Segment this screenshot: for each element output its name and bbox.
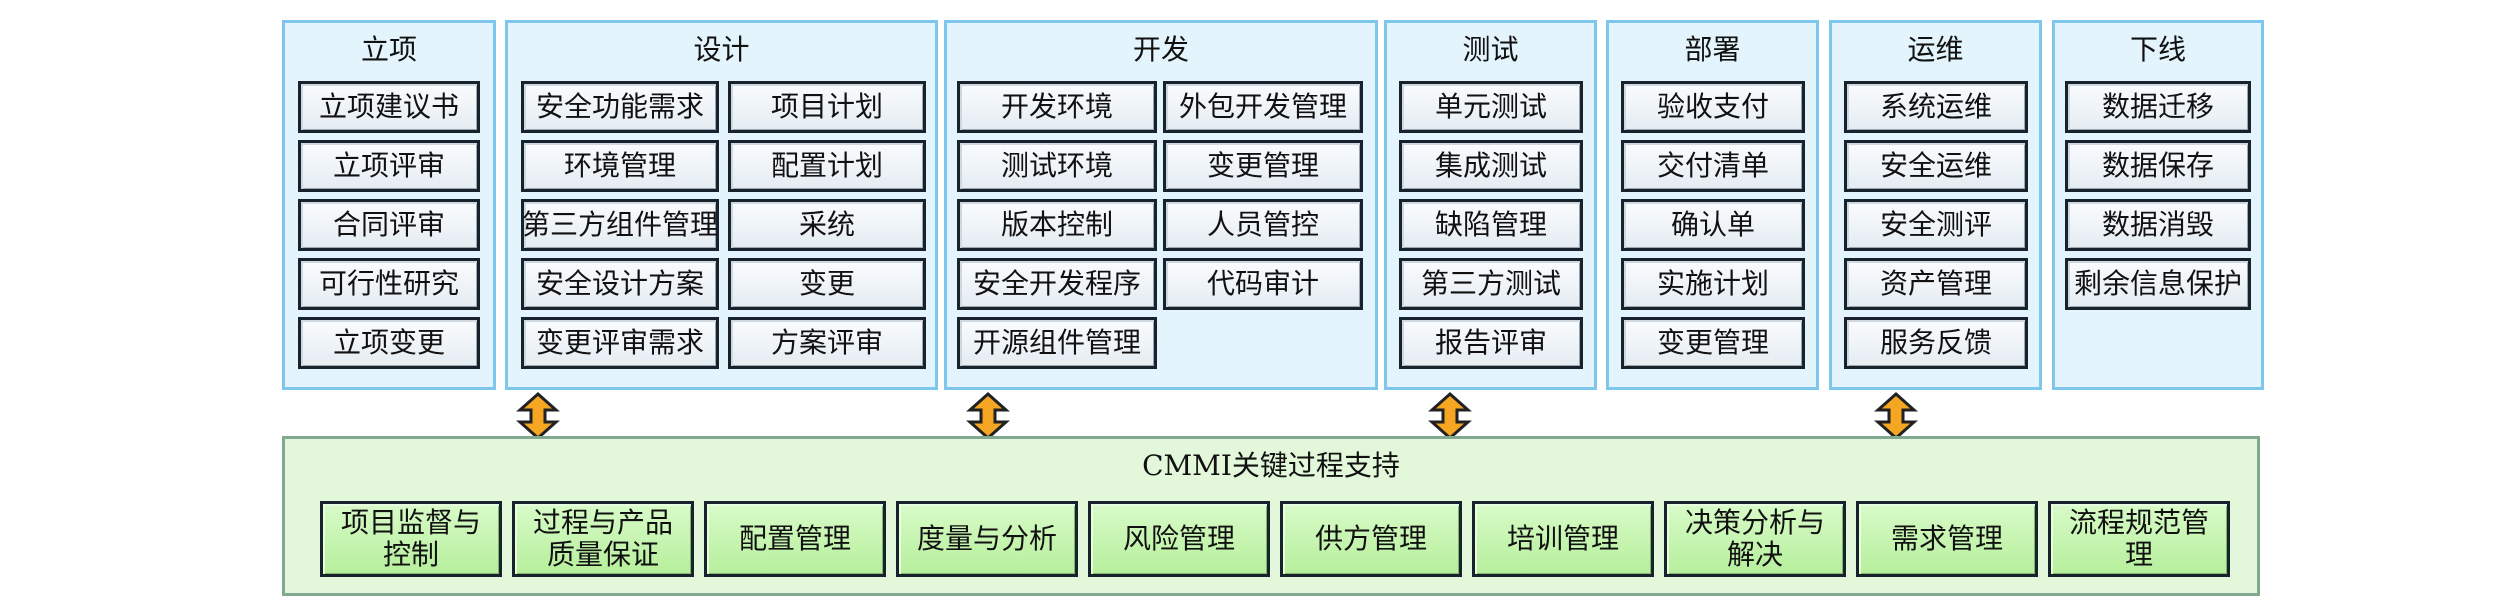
- process-box: 变更管理: [1163, 140, 1363, 192]
- cmmi-process-box: 供方管理: [1280, 501, 1462, 577]
- cmmi-process-box: 度量与分析: [896, 501, 1078, 577]
- phase-panel-operations: 运维 系统运维 安全运维 安全测评 资产管理 服务反馈: [1829, 20, 2042, 390]
- process-box: 缺陷管理: [1399, 199, 1583, 251]
- phase-title: 运维: [1907, 33, 1964, 66]
- phase-title: 部署: [1684, 33, 1741, 66]
- process-box: 方案评审: [728, 317, 926, 369]
- cmmi-process-box: 项目监督与 控制: [320, 501, 502, 577]
- process-box: 报告评审: [1399, 317, 1583, 369]
- process-box: 集成测试: [1399, 140, 1583, 192]
- cmmi-process-box: 配置管理: [704, 501, 886, 577]
- phase-panel-testing: 测试 单元测试 集成测试 缺陷管理 第三方测试 报告评审: [1384, 20, 1597, 390]
- process-box: 人员管控: [1163, 199, 1363, 251]
- process-box: 环境管理: [521, 140, 719, 192]
- process-box: 立项评审: [298, 140, 480, 192]
- double-arrow-icon: [516, 392, 560, 440]
- cmmi-process-box: 风险管理: [1088, 501, 1270, 577]
- phase-title: 设计: [693, 33, 750, 66]
- process-box: 数据保存: [2065, 140, 2251, 192]
- process-box: 项目计划: [728, 81, 926, 133]
- cmmi-support-panel: CMMI关键过程支持 项目监督与 控制 过程与产品 质量保证 配置管理 度量与分…: [282, 436, 2260, 596]
- process-box: 配置计划: [728, 140, 926, 192]
- cmmi-process-box: 培训管理: [1472, 501, 1654, 577]
- process-box: 版本控制: [957, 199, 1157, 251]
- phase-panel-design: 设计 安全功能需求 项目计划 环境管理 配置计划 第三方组件管理 采统 安全设计…: [505, 20, 938, 390]
- process-box: 采统: [728, 199, 926, 251]
- process-box: 系统运维: [1844, 81, 2028, 133]
- process-box: 数据消毁: [2065, 199, 2251, 251]
- cmmi-process-box: 需求管理: [1856, 501, 2038, 577]
- process-box: 第三方组件管理: [521, 199, 719, 251]
- process-box: 开源组件管理: [957, 317, 1157, 369]
- process-box: 变更: [728, 258, 926, 310]
- cmmi-process-box: 流程规范管理: [2048, 501, 2230, 577]
- process-box: 剩余信息保护: [2065, 258, 2251, 310]
- process-box: 验收支付: [1621, 81, 1805, 133]
- cmmi-panel-title: CMMI关键过程支持: [1142, 449, 1400, 482]
- cmmi-process-box: 决策分析与 解决: [1664, 501, 1846, 577]
- process-box: 立项建议书: [298, 81, 480, 133]
- process-box: 安全运维: [1844, 140, 2028, 192]
- phase-title: 立项: [360, 33, 417, 66]
- phase-panel-initiation: 立项 立项建议书 立项评审 合同评审 可行性研究 立项变更: [282, 20, 496, 390]
- process-box: 数据迁移: [2065, 81, 2251, 133]
- process-box: 外包开发管理: [1163, 81, 1363, 133]
- process-box: 立项变更: [298, 317, 480, 369]
- phase-panel-development: 开发 开发环境 外包开发管理 测试环境 变更管理 版本控制 人员管控 安全开发程…: [944, 20, 1378, 390]
- process-box: 实施计划: [1621, 258, 1805, 310]
- phase-title: 下线: [2129, 33, 2186, 66]
- double-arrow-icon: [1874, 392, 1918, 440]
- process-box: 安全设计方案: [521, 258, 719, 310]
- process-box: 安全测评: [1844, 199, 2028, 251]
- double-arrow-icon: [966, 392, 1010, 440]
- process-box: 可行性研究: [298, 258, 480, 310]
- process-box: 安全功能需求: [521, 81, 719, 133]
- process-box: 测试环境: [957, 140, 1157, 192]
- process-box: 变更评审需求: [521, 317, 719, 369]
- process-box: 开发环境: [957, 81, 1157, 133]
- process-box: 变更管理: [1621, 317, 1805, 369]
- process-box: 资产管理: [1844, 258, 2028, 310]
- phase-panel-deployment: 部署 验收支付 交付清单 确认单 实施计划 变更管理: [1606, 20, 1819, 390]
- process-box: 交付清单: [1621, 140, 1805, 192]
- phase-title: 测试: [1462, 33, 1519, 66]
- process-box: 第三方测试: [1399, 258, 1583, 310]
- process-box: 合同评审: [298, 199, 480, 251]
- cmmi-process-box: 过程与产品 质量保证: [512, 501, 694, 577]
- process-box: 代码审计: [1163, 258, 1363, 310]
- phase-title: 开发: [1132, 33, 1189, 66]
- process-box: 确认单: [1621, 199, 1805, 251]
- process-box: 安全开发程序: [957, 258, 1157, 310]
- process-box: 单元测试: [1399, 81, 1583, 133]
- process-box: 服务反馈: [1844, 317, 2028, 369]
- double-arrow-icon: [1428, 392, 1472, 440]
- phase-panel-decommission: 下线 数据迁移 数据保存 数据消毁 剩余信息保护: [2052, 20, 2264, 390]
